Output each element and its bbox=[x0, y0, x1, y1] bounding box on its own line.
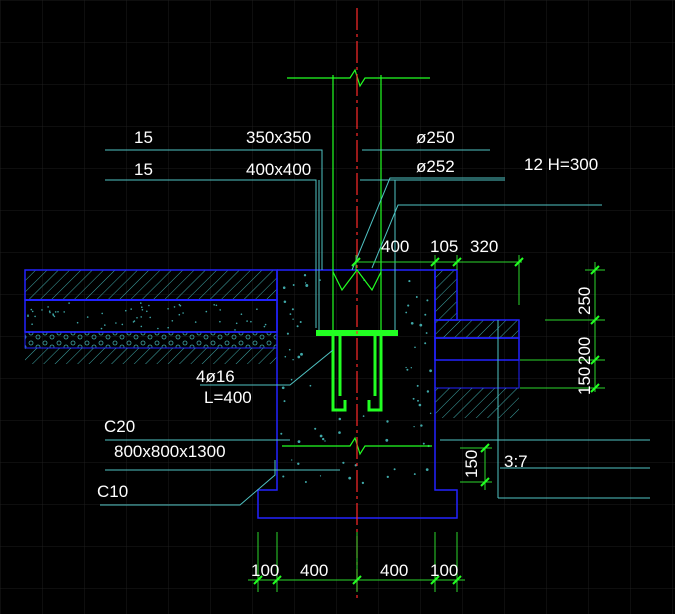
pipe-label-1: ø250 bbox=[416, 128, 455, 147]
left-ground-layers bbox=[24, 269, 278, 364]
right-ground-layers bbox=[434, 269, 520, 418]
dim-top-105: 105 bbox=[430, 237, 458, 256]
column-size-label-2: 400x400 bbox=[246, 160, 311, 179]
plate-note-label: 12 H=300 bbox=[524, 155, 598, 174]
rebar-label: 4ø16 bbox=[196, 367, 235, 386]
dim-bottom-400-left: 400 bbox=[300, 561, 328, 580]
dim-mid-150: 150 bbox=[462, 450, 481, 478]
wall-thickness-label-1: 15 bbox=[134, 128, 153, 147]
wall-thickness-label-2: 15 bbox=[134, 160, 153, 179]
dimension-ticks bbox=[253, 257, 600, 585]
leader-lines bbox=[100, 149, 650, 506]
pipe-label-2: ø252 bbox=[416, 157, 455, 176]
footing-size-label: 800x800x1300 bbox=[114, 442, 226, 461]
rebar-length-label: L=400 bbox=[204, 388, 252, 407]
dim-right-250: 250 bbox=[575, 287, 594, 315]
dim-right-150: 150 bbox=[575, 367, 594, 395]
column-size-label-1: 350x350 bbox=[246, 128, 311, 147]
base-grade-label: C10 bbox=[97, 482, 128, 501]
dim-top-400: 400 bbox=[381, 237, 409, 256]
dim-bottom-400-right: 400 bbox=[380, 561, 408, 580]
dim-bottom-100-right: 100 bbox=[430, 561, 458, 580]
dimension-lines bbox=[248, 255, 605, 592]
soil-mix-label: 3:7 bbox=[504, 452, 528, 471]
dim-right-200: 200 bbox=[575, 337, 594, 365]
dim-bottom-100-left: 100 bbox=[251, 561, 279, 580]
dim-top-320: 320 bbox=[470, 237, 498, 256]
concrete-grade-label: C20 bbox=[104, 417, 135, 436]
concrete-speckle bbox=[27, 274, 432, 485]
